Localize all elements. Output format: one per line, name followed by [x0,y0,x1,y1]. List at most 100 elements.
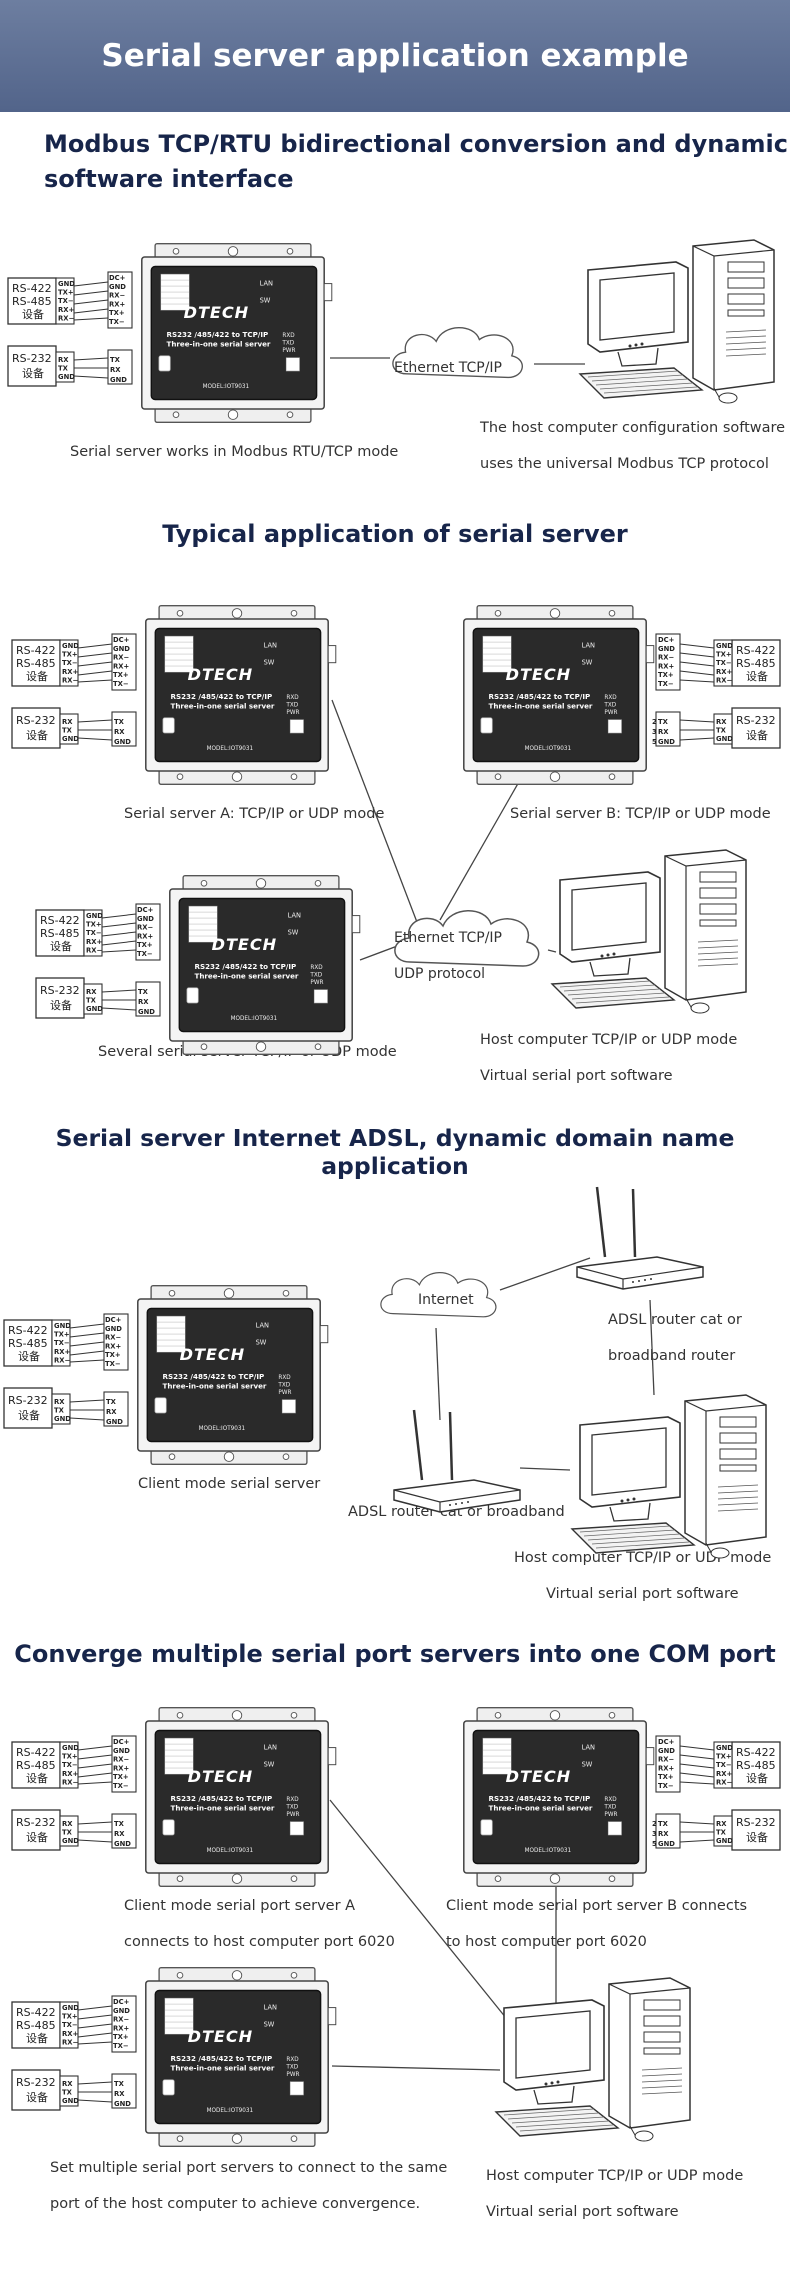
svg-text:PWR: PWR [286,1812,299,1818]
svg-text:MODEL:IOT9031: MODEL:IOT9031 [231,1016,278,1022]
svg-text:DC+: DC+ [109,274,125,282]
svg-text:TX−: TX− [62,659,78,667]
svg-text:设备: 设备 [26,669,48,683]
svg-text:Three-in-one serial server: Three-in-one serial server [171,701,275,710]
svg-text:DTECH: DTECH [184,303,250,322]
svg-text:GND: GND [113,1747,130,1755]
svg-text:RS232 /485/422 to TCP/IP: RS232 /485/422 to TCP/IP [171,1794,273,1803]
svg-text:3: 3 [652,728,657,736]
svg-text:TXD: TXD [285,2064,298,2070]
svg-text:设备: 设备 [746,1771,768,1785]
svg-text:DTECH: DTECH [506,1767,572,1786]
caption-s3-pc-1: Host computer TCP/IP or UDP mode [514,1550,772,1566]
svg-text:设备: 设备 [50,998,72,1012]
svg-text:RS-485: RS-485 [16,2019,56,2032]
svg-text:TX−: TX− [109,318,125,326]
router-bottom [392,1408,522,1514]
svg-text:GND: GND [86,912,103,920]
svg-text:TX: TX [54,1407,65,1415]
svg-text:RX−: RX− [113,1756,129,1764]
svg-text:RS-422: RS-422 [8,1324,48,1337]
svg-text:LAN: LAN [288,912,301,920]
svg-text:RX+: RX+ [58,306,74,314]
svg-text:DTECH: DTECH [188,1767,254,1786]
svg-text:RXD: RXD [286,2057,299,2063]
caption-s4-pc-2: Virtual serial port software [486,2204,679,2220]
svg-text:MODEL:IOT9031: MODEL:IOT9031 [525,746,572,752]
svg-text:设备: 设备 [746,669,768,683]
svg-text:TX+: TX+ [658,671,674,679]
svg-text:RS-232: RS-232 [16,2076,56,2089]
svg-text:GND: GND [658,1840,675,1848]
svg-text:设备: 设备 [18,1408,40,1422]
host-pc [551,849,747,1014]
svg-text:TX+: TX+ [113,671,129,679]
svg-text:MODEL:IOT9031: MODEL:IOT9031 [525,1848,572,1854]
svg-text:TXD: TXD [281,340,294,346]
svg-text:Ethernet TCP/IP: Ethernet TCP/IP [394,930,502,946]
svg-text:RX: RX [62,1820,73,1828]
svg-text:RX−: RX− [113,654,129,662]
network-link [331,2065,501,2071]
svg-text:TX: TX [62,727,73,735]
svg-text:RX−: RX− [105,1334,121,1342]
svg-text:DC+: DC+ [658,1738,674,1746]
network-link [519,1467,571,1471]
svg-text:设备: 设备 [26,1771,48,1785]
network-link [331,699,421,931]
svg-text:RX+: RX+ [62,1770,78,1778]
svg-text:RS-485: RS-485 [736,657,776,670]
svg-text:TX−: TX− [62,2021,78,2029]
svg-text:5: 5 [652,738,657,746]
svg-text:RS-232: RS-232 [8,1394,48,1407]
caption-s2-server-a: Serial server A: TCP/IP or UDP mode [124,806,385,822]
svg-text:TX−: TX− [716,659,732,667]
svg-text:SW: SW [256,1339,267,1347]
svg-text:RX−: RX− [54,1356,70,1364]
svg-text:RS-422: RS-422 [12,282,52,295]
svg-text:设备: 设备 [26,728,48,742]
caption-s3-router-top-1: ADSL router cat or [608,1312,742,1328]
svg-text:RS-485: RS-485 [736,1759,776,1772]
svg-text:RX: RX [658,1830,669,1838]
host-pc [579,239,775,404]
caption-s4-bottom-2: port of the host computer to achieve con… [50,2196,421,2212]
svg-text:RX−: RX− [58,314,74,322]
svg-text:RX−: RX− [62,2038,78,2046]
svg-text:TX−: TX− [658,680,674,688]
caption-s1-pc-2: uses the universal Modbus TCP protocol [480,456,769,472]
svg-text:TX+: TX+ [105,1351,121,1359]
svg-text:PWR: PWR [310,980,323,986]
svg-text:TX−: TX− [105,1360,121,1368]
caption-s1-pc-1: The host computer configuration software [480,420,786,436]
svg-text:TXD: TXD [285,1804,298,1810]
svg-text:GND: GND [62,735,79,743]
svg-text:PWR: PWR [604,1812,617,1818]
svg-text:RS232 /485/422 to TCP/IP: RS232 /485/422 to TCP/IP [167,330,269,339]
svg-text:TX+: TX+ [54,1331,70,1339]
svg-text:RS-422: RS-422 [16,1746,56,1759]
svg-text:TX+: TX+ [62,1753,78,1761]
svg-text:GND: GND [658,645,675,653]
svg-text:RS232 /485/422 to TCP/IP: RS232 /485/422 to TCP/IP [195,962,297,971]
svg-text:TX+: TX+ [716,1753,732,1761]
svg-text:RS-485: RS-485 [16,657,56,670]
svg-text:RX+: RX+ [62,668,78,676]
svg-text:5: 5 [652,1840,657,1848]
caption-s2-server-b: Serial server B: TCP/IP or UDP mode [510,806,771,822]
svg-text:RX: RX [58,356,69,364]
svg-text:GND: GND [716,1837,733,1845]
svg-text:RX+: RX+ [716,1770,732,1778]
svg-text:GND: GND [110,376,127,384]
svg-text:设备: 设备 [18,1349,40,1363]
network-link [435,1327,441,1421]
section1-title-line1: Modbus TCP/RTU bidirectional conversion … [44,130,788,158]
svg-text:PWR: PWR [286,2072,299,2078]
svg-text:RS-485: RS-485 [16,1759,56,1772]
svg-text:TX−: TX− [658,1782,674,1790]
svg-text:SW: SW [288,929,299,937]
svg-text:TX−: TX− [113,680,129,688]
